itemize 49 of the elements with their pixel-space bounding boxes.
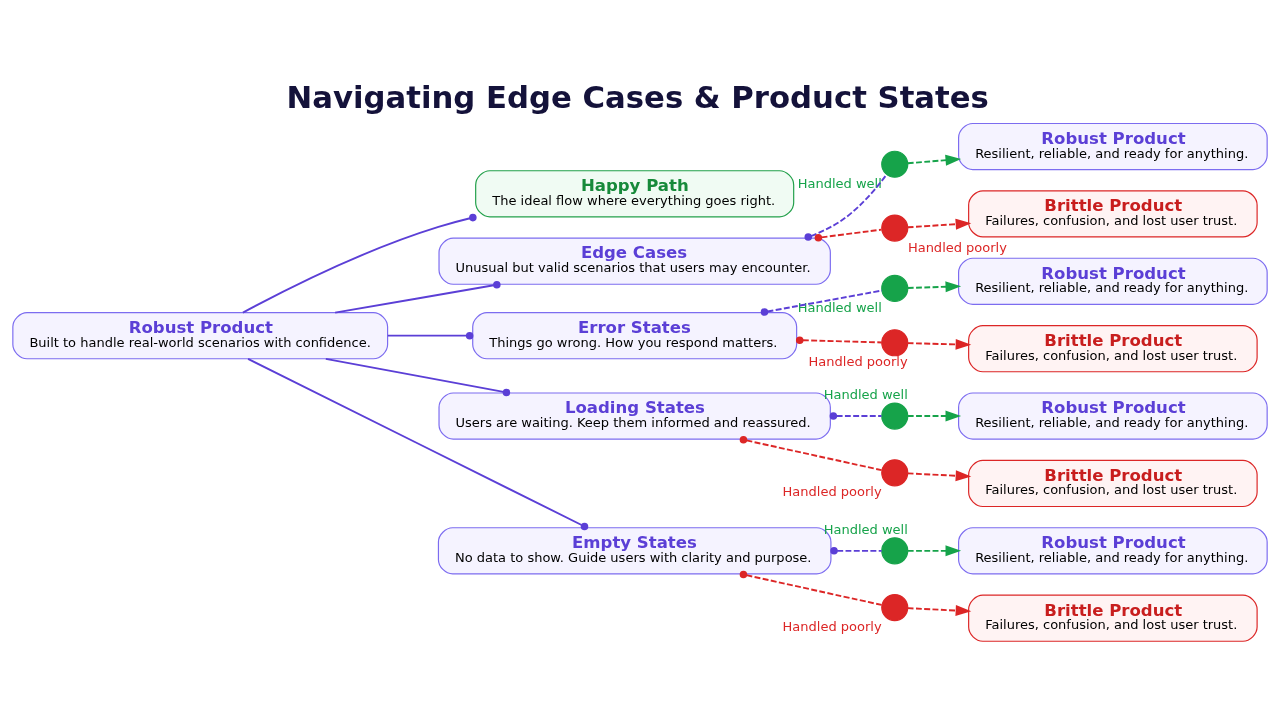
node-label: Handled poorly <box>782 618 882 634</box>
node-circle <box>881 458 909 486</box>
node-circle <box>881 214 909 242</box>
arrow <box>906 280 962 292</box>
node-box: Brittle Product Failures, confusion, and lost user trust. <box>968 594 1258 642</box>
connector <box>760 289 883 316</box>
node-box: Brittle Product Failures, confusion, and lost user trust. <box>968 324 1258 372</box>
arrow <box>906 544 962 556</box>
diagram-title: Navigating Edge Cases & Product States <box>286 78 989 115</box>
arrow <box>906 604 972 616</box>
connector <box>814 228 883 242</box>
arrow <box>906 410 962 422</box>
node-circle <box>881 150 909 178</box>
connector <box>829 411 883 420</box>
node-box: Brittle Product Failures, confusion, and lost user trust. <box>968 459 1258 507</box>
node-box: Happy Path The ideal flow where everything goes right. <box>475 169 795 217</box>
connector <box>334 280 501 314</box>
connector <box>830 546 883 555</box>
arrow <box>906 154 962 166</box>
node-label: Handled poorly <box>907 239 1007 254</box>
node-circle <box>881 328 909 356</box>
node-box: Robust Product Resilient, reliable, and ready for anything. <box>958 526 1268 574</box>
node-label: Handled poorly <box>808 353 908 369</box>
connector <box>804 173 888 241</box>
node-circle <box>881 536 909 564</box>
node-label: Handled poorly <box>782 483 882 499</box>
connector <box>247 357 589 530</box>
node-box: Robust Product Resilient, reliable, and ready for anything. <box>958 257 1268 305</box>
connector <box>324 357 511 396</box>
node-box: Robust Product Resilient, reliable, and ready for anything. <box>958 391 1268 440</box>
node-box: Edge Cases Unusual but valid scenarios that users may encounter. <box>438 237 831 285</box>
arrow <box>906 338 972 350</box>
node-circle <box>881 593 909 621</box>
node-box: Error States Things go wrong. How you respond matters. <box>472 311 798 359</box>
connector <box>241 213 477 313</box>
connector <box>739 435 883 471</box>
node-box: Robust Product Built to handle real-world scenarios with confidence. <box>12 311 389 359</box>
node-box: Brittle Product Failures, confusion, and lost user trust. <box>968 189 1258 238</box>
node-circle <box>881 401 909 430</box>
connector <box>795 335 883 344</box>
arrow <box>906 218 972 230</box>
node-label: Handled well <box>797 299 882 315</box>
node-label: Handled well <box>823 521 908 537</box>
arrow <box>906 469 972 481</box>
connector <box>386 331 474 339</box>
connector <box>739 570 883 606</box>
node-label: Handled well <box>797 175 882 191</box>
node-circle <box>881 274 909 302</box>
node-box: Robust Product Resilient, reliable, and ready for anything. <box>958 122 1268 170</box>
